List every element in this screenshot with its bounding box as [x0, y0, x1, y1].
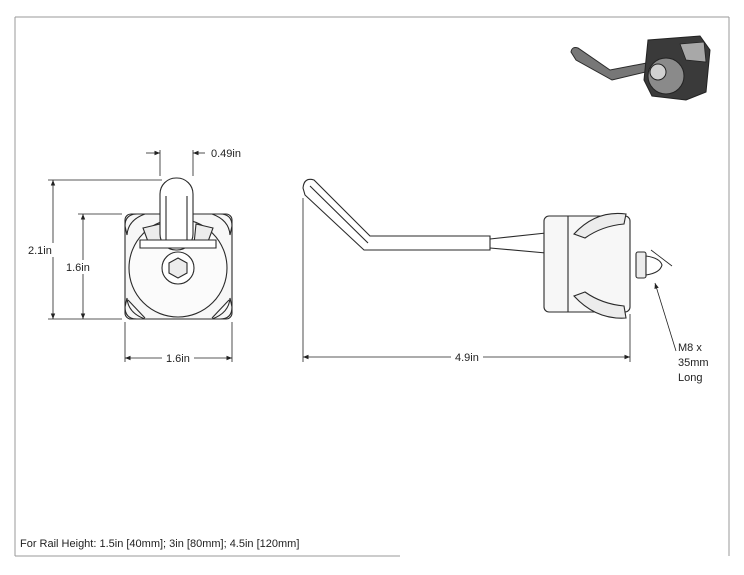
side-view: [302, 178, 663, 319]
dim-length: 4.9in: [455, 352, 479, 364]
dim-height-overall: 2.1in: [28, 245, 52, 257]
screw-note: M8 x 35mm Long: [678, 341, 709, 386]
sheet-frame: [14, 16, 730, 557]
screw-note-line-3: Long: [678, 372, 703, 384]
front-view: [124, 177, 233, 320]
screw-note-line-2: 35mm: [678, 357, 709, 369]
dim-height-body: 1.6in: [66, 262, 90, 274]
dim-width-body: 1.6in: [166, 353, 190, 365]
screw-note-line-1: M8 x: [678, 342, 702, 354]
dim-thickness: 0.49in: [211, 148, 241, 160]
rail-height-note: For Rail Height: 1.5in [40mm]; 3in [80mm…: [20, 538, 300, 550]
hook-3d-isometric-icon: [570, 35, 711, 101]
